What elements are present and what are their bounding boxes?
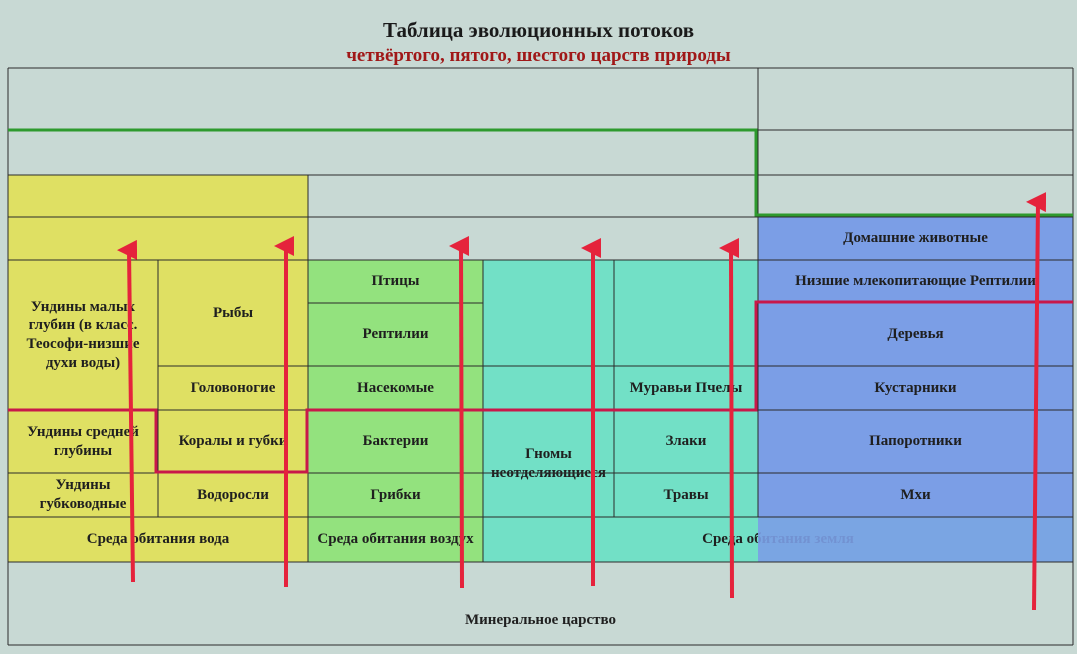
cell-ferns: Папоротники bbox=[758, 410, 1073, 473]
cell-birds: Птицы bbox=[308, 260, 483, 303]
cell-algae: Водоросли bbox=[158, 473, 308, 517]
cell-domestic: Домашние животные bbox=[758, 217, 1073, 260]
red-boundary-line bbox=[8, 300, 1073, 474]
green-boundary-line bbox=[8, 128, 1073, 217]
cell-cephalopods: Головоногие bbox=[158, 366, 308, 410]
cell-trees: Деревья bbox=[758, 303, 1073, 366]
cell-habitat-water: Среда обитания вода bbox=[8, 517, 308, 562]
evolution-arrows bbox=[117, 192, 1047, 611]
cell-insects: Насекомые bbox=[308, 366, 483, 410]
cell-ants-bees: Муравьи Пчелы bbox=[614, 366, 758, 410]
cell-reptiles: Рептилии bbox=[308, 303, 483, 366]
cell-mineral-kingdom: Минеральное царство bbox=[465, 611, 616, 628]
arrow-1 bbox=[117, 239, 138, 583]
cell-undines-shallow: Ундины малых глубин (в класс. Теософи-ни… bbox=[8, 260, 158, 410]
cell-fish: Рыбы bbox=[158, 260, 308, 366]
arrow-3 bbox=[449, 235, 470, 589]
cell-shrubs: Кустарники bbox=[758, 366, 1073, 410]
grid-lines bbox=[7, 67, 1074, 646]
blue-habitat-strip bbox=[758, 517, 1073, 562]
cell-grasses: Травы bbox=[614, 473, 758, 517]
cell-lower-mammals: Низшие млекопитающие Рептилии bbox=[758, 260, 1073, 303]
arrow-5 bbox=[719, 237, 740, 599]
diagram-subtitle: четвёртого, пятого, шестого царств приро… bbox=[346, 45, 731, 66]
cell-bacteria: Бактерии bbox=[308, 410, 483, 473]
cell-mosses: Мхи bbox=[758, 473, 1073, 517]
cell-fungi: Грибки bbox=[308, 473, 483, 517]
arrow-6 bbox=[1026, 192, 1047, 611]
cell-cereals: Злаки bbox=[614, 410, 758, 473]
diagram-title: Таблица эволюционных потоков bbox=[382, 18, 695, 42]
cell-corals: Коралы и губки bbox=[158, 410, 308, 473]
cell-habitat-air: Среда обитания воздух bbox=[308, 517, 483, 562]
